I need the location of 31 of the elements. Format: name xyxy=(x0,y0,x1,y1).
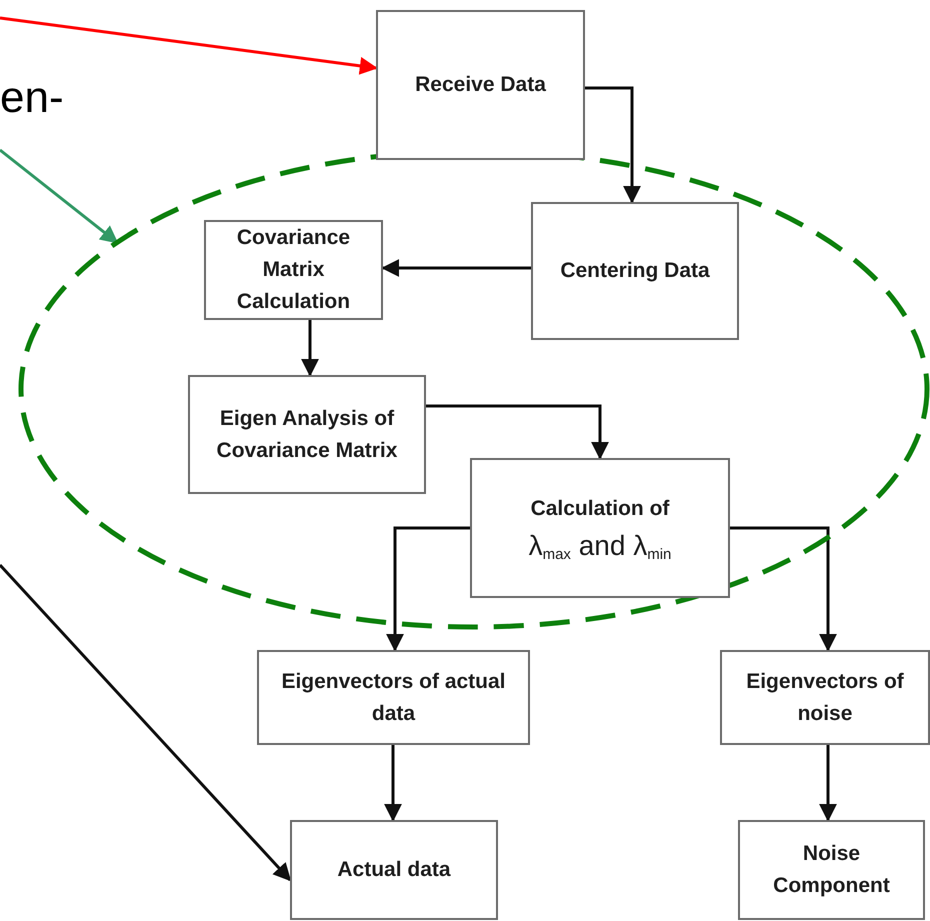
cut-off-text: en- xyxy=(0,72,64,124)
box-title: Eigenvectors of actual data xyxy=(280,668,507,726)
box-title: Noise Component xyxy=(772,841,891,899)
arrow xyxy=(0,564,292,882)
arrow xyxy=(0,16,378,75)
process-box xyxy=(188,375,426,494)
process-box xyxy=(290,820,498,920)
arrow xyxy=(585,86,641,204)
arrow xyxy=(386,526,470,652)
process-box xyxy=(738,820,925,920)
process-box xyxy=(720,650,930,745)
process-box xyxy=(376,10,585,160)
arrow xyxy=(426,404,609,460)
box-title: Calculation of xyxy=(530,496,670,522)
box-title: Actual data xyxy=(337,857,451,883)
box-formula: λ$_{max}$ and λ$_{min}$ xyxy=(528,529,672,563)
process-box xyxy=(531,202,739,340)
process-box xyxy=(257,650,530,745)
box-title: Eigen Analysis of Covariance Matrix xyxy=(216,406,398,464)
arrow xyxy=(381,259,531,277)
box-title: Covariance Matrix Calculation xyxy=(236,225,352,315)
arrow xyxy=(384,745,402,822)
box-title: Receive Data xyxy=(415,72,546,98)
arrow xyxy=(819,745,837,822)
box-title: Eigenvectors of noise xyxy=(745,668,905,726)
arrow xyxy=(301,320,319,377)
box-title: Centering Data xyxy=(560,258,710,284)
arrow xyxy=(0,148,118,244)
arrow xyxy=(730,526,837,652)
process-box xyxy=(204,220,383,320)
process-box xyxy=(470,458,730,598)
